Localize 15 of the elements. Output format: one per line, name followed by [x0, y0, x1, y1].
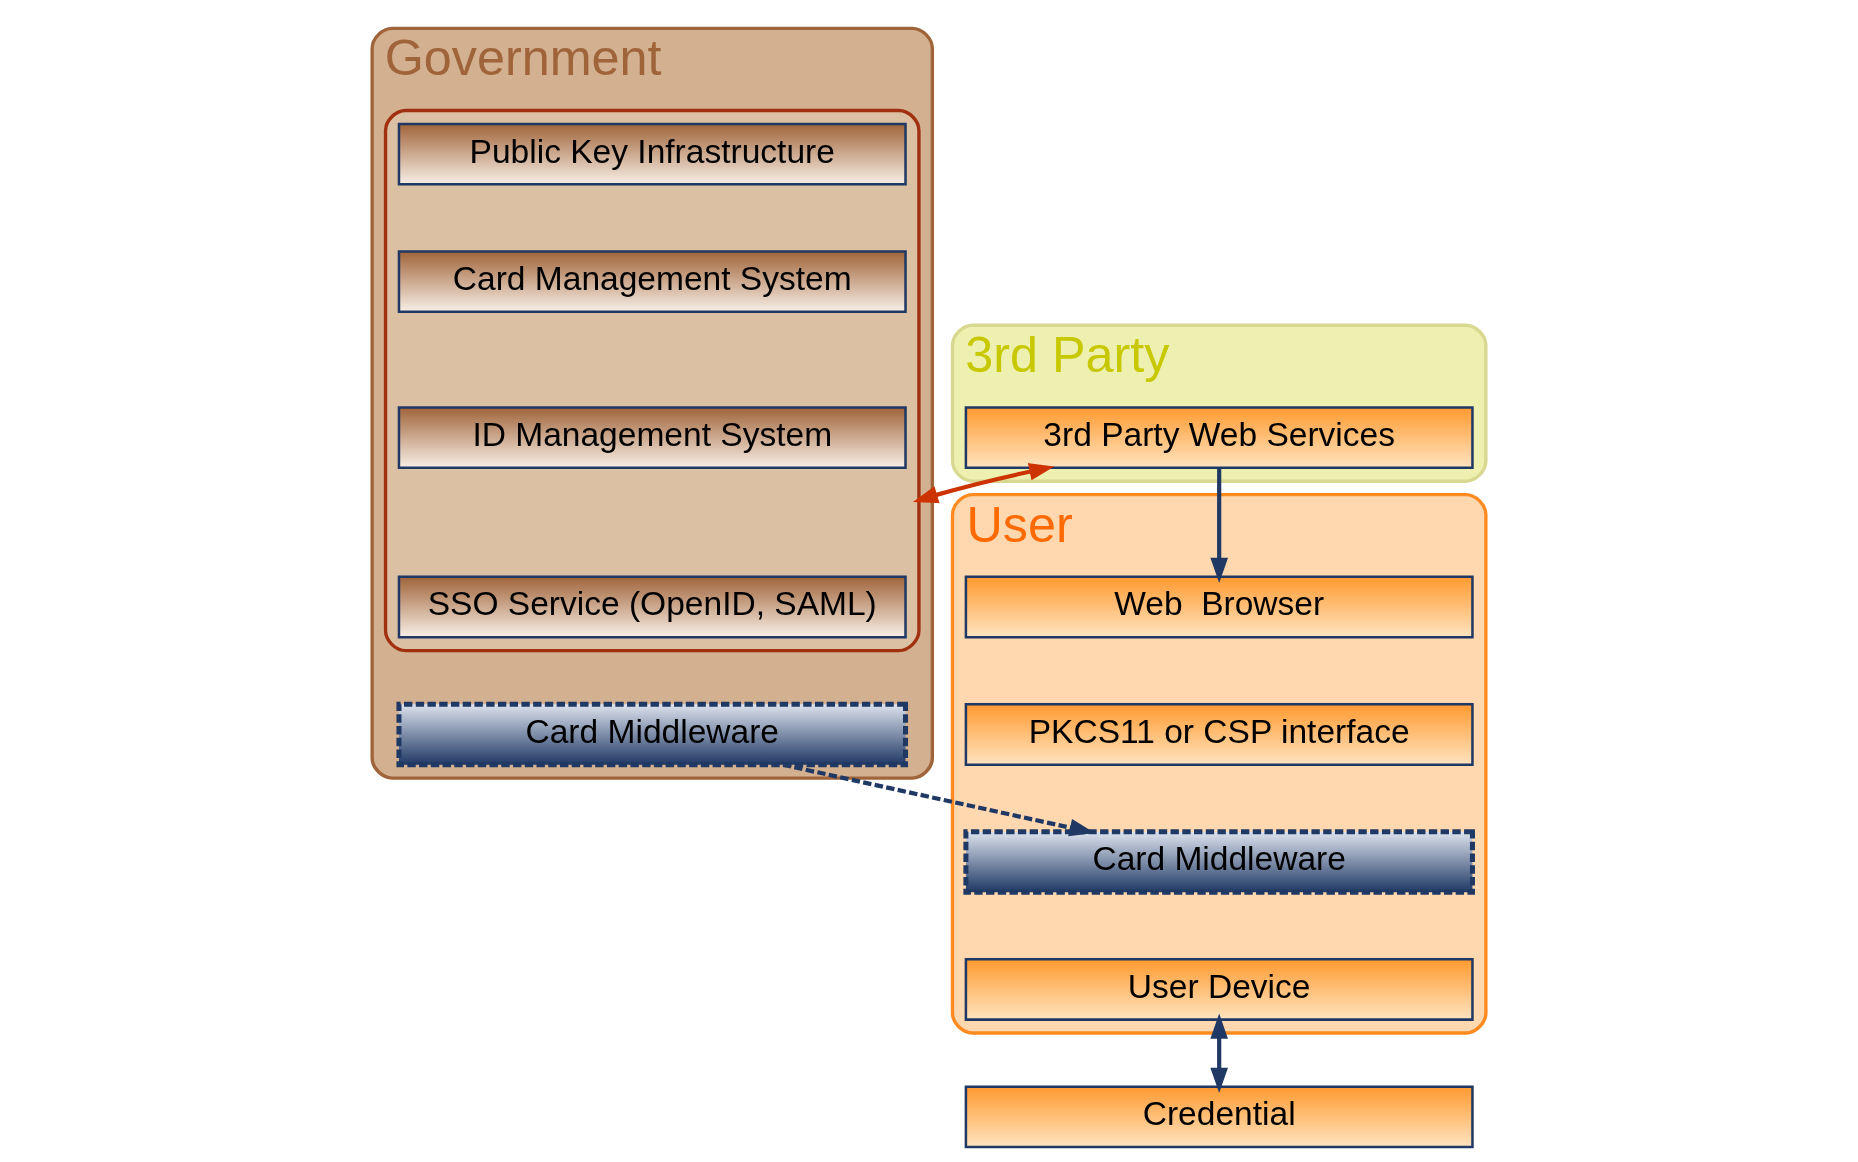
arrow — [1210, 1013, 1228, 1093]
node-box: Web Browser — [964, 575, 1474, 639]
node-box: PKCS11 or CSP interface — [964, 703, 1474, 766]
cluster — [383, 108, 921, 653]
arrow — [1210, 468, 1228, 584]
node-box: 3rd Party Web Services — [964, 406, 1474, 470]
node-box: Card Management System — [397, 250, 907, 314]
node-box: Card Middleware — [396, 701, 909, 768]
arrow — [912, 463, 1055, 504]
node-box: Public Key Infrastructure — [397, 122, 907, 186]
node-box: User Device — [964, 958, 1474, 1021]
node-box: ID Management System — [397, 406, 907, 470]
node-box: SSO Service (OpenID, SAML) — [397, 575, 907, 639]
node-box: Card Middleware — [963, 829, 1475, 895]
node-box: Credential — [964, 1085, 1474, 1149]
